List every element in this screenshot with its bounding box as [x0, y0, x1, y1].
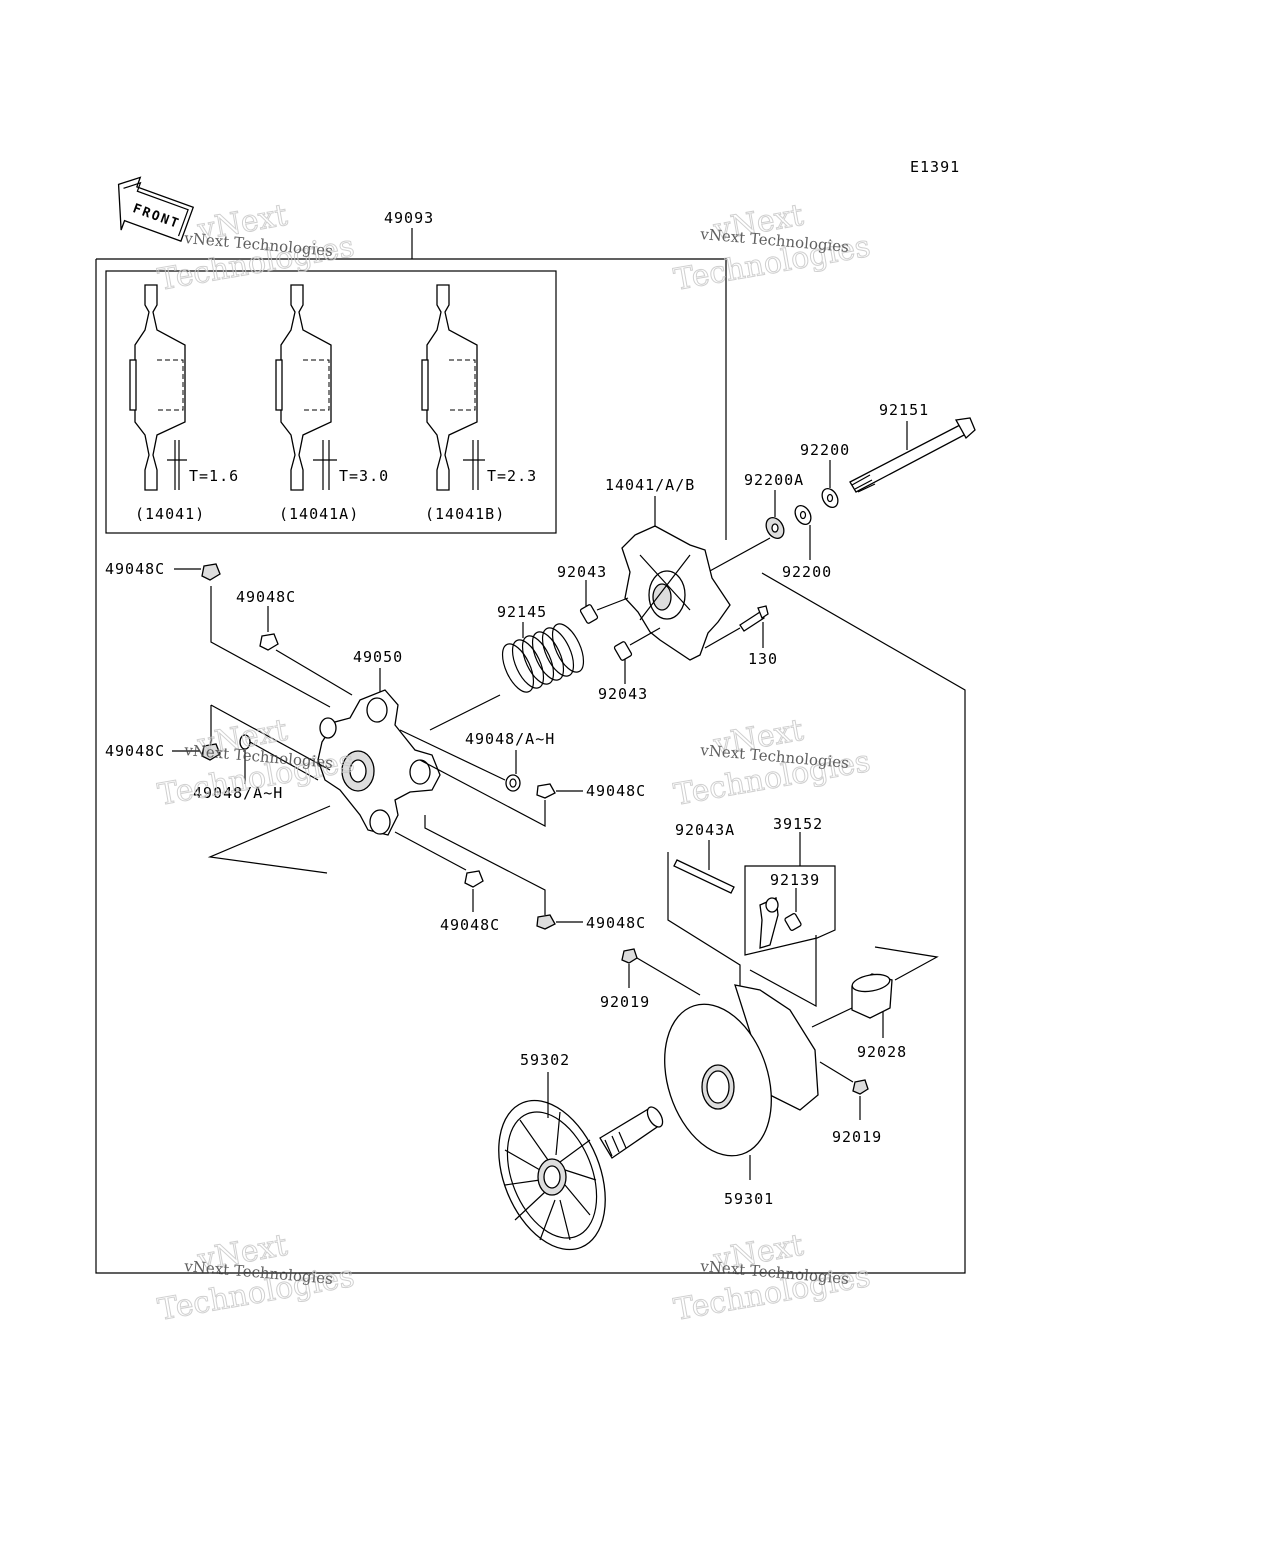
fixed-sheave-59302: [498, 1072, 664, 1251]
nut-92019-left: [621, 948, 701, 996]
pin-92043-lower: [613, 627, 661, 684]
nut-49048c-left: [172, 704, 331, 771]
callout-49048-right: 49048/A~H: [465, 730, 555, 748]
callout-49048c-left: 49048C: [105, 742, 165, 760]
watermark-mid-right: vNext Technologies vNext Technologies: [671, 712, 874, 813]
inset-spider-3: T=2.3 (14041B): [421, 284, 537, 523]
callout-49048c-mid-right: 49048C: [586, 782, 646, 800]
callout-92019-left: 92019: [600, 993, 650, 1011]
nut-49048c-top-left: [174, 563, 331, 708]
inset-label-1: (14041): [135, 505, 205, 523]
callout-59302: 59302: [520, 1051, 570, 1069]
nut-49048c-bottom-right: [424, 815, 583, 930]
watermark-bottom-right: vNext Technologies vNext Technologies: [671, 1227, 874, 1328]
callout-92043a: 92043A: [675, 821, 735, 839]
washer-92200-top: [821, 460, 839, 508]
inset-spider-1: T=1.6 (14041): [129, 284, 239, 523]
callout-92200a: 92200A: [744, 471, 804, 489]
bolt-92151: [849, 417, 976, 493]
callout-92028: 92028: [857, 1043, 907, 1061]
diagram-code: E1391: [910, 158, 960, 176]
callout-92145: 92145: [497, 603, 547, 621]
nut-92019-right: [819, 1061, 869, 1120]
callout-92139: 92139: [770, 871, 820, 889]
callout-92200-bottom: 92200: [782, 563, 832, 581]
callout-49048c-bottom-right: 49048C: [586, 914, 646, 932]
nut-49048c-mid-right: [419, 759, 583, 827]
callout-130: 130: [748, 650, 778, 668]
pin-92043a: [667, 840, 741, 990]
watermark-top-right: vNext Technologies vNext Technologies: [671, 197, 874, 298]
watermark-bottom-left: vNext Technologies vNext Technologies: [155, 1227, 358, 1328]
callout-92043-lower: 92043: [598, 685, 648, 703]
inset-spider-2: T=3.0 (14041A): [275, 284, 389, 523]
callout-49048c-bottom-left: 49048C: [440, 916, 500, 934]
callout-49048-left: 49048/A~H: [193, 784, 283, 802]
spring-92145: [429, 622, 585, 731]
movable-sheave-59301: [664, 984, 819, 1180]
inset-box: T=1.6 (14041) T=3.0 (14041A) T=2.3 (1404…: [105, 270, 557, 534]
washer-92200-bottom: [794, 505, 812, 560]
inset-thickness-3: T=2.3: [487, 467, 537, 485]
callout-49048c-top-left: 49048C: [105, 560, 165, 578]
inset-thickness-1: T=1.6: [189, 467, 239, 485]
screw-130: [704, 605, 769, 649]
bushing-92028: [811, 946, 939, 1038]
roller-49048-right: [399, 729, 521, 792]
roller-49048-left: [239, 734, 319, 784]
nut-49048c-upper: [259, 606, 353, 696]
inset-label-2: (14041A): [279, 505, 359, 523]
callout-49048c-upper: 49048C: [236, 588, 296, 606]
spider-49050: [317, 668, 441, 836]
callout-92200-top: 92200: [800, 441, 850, 459]
callout-92151: 92151: [879, 401, 929, 419]
leader-spider-left: [207, 805, 331, 874]
nut-49048c-bottom-left: [394, 831, 484, 912]
callout-39152: 39152: [773, 815, 823, 833]
watermark-top-left: vNext Technologies vNext Technologies: [155, 197, 358, 298]
callout-59301: 59301: [724, 1190, 774, 1208]
spider-plate-14041: [621, 496, 731, 661]
inset-thickness-2: T=3.0: [339, 467, 389, 485]
callout-14041-a-b: 14041/A/B: [605, 476, 695, 494]
assembly-frame: [95, 228, 966, 1274]
weight-kit-39152: [744, 832, 836, 1008]
callout-92019-right: 92019: [832, 1128, 882, 1146]
callout-92043-upper: 92043: [557, 563, 607, 581]
pin-92043-upper: [579, 580, 629, 624]
callout-49050: 49050: [353, 648, 403, 666]
inset-label-3: (14041B): [425, 505, 505, 523]
front-arrow-icon: FRONT: [117, 176, 195, 242]
washer-92200a: [765, 490, 785, 539]
axis-line-top: [707, 537, 771, 573]
callout-49093: 49093: [384, 209, 434, 227]
